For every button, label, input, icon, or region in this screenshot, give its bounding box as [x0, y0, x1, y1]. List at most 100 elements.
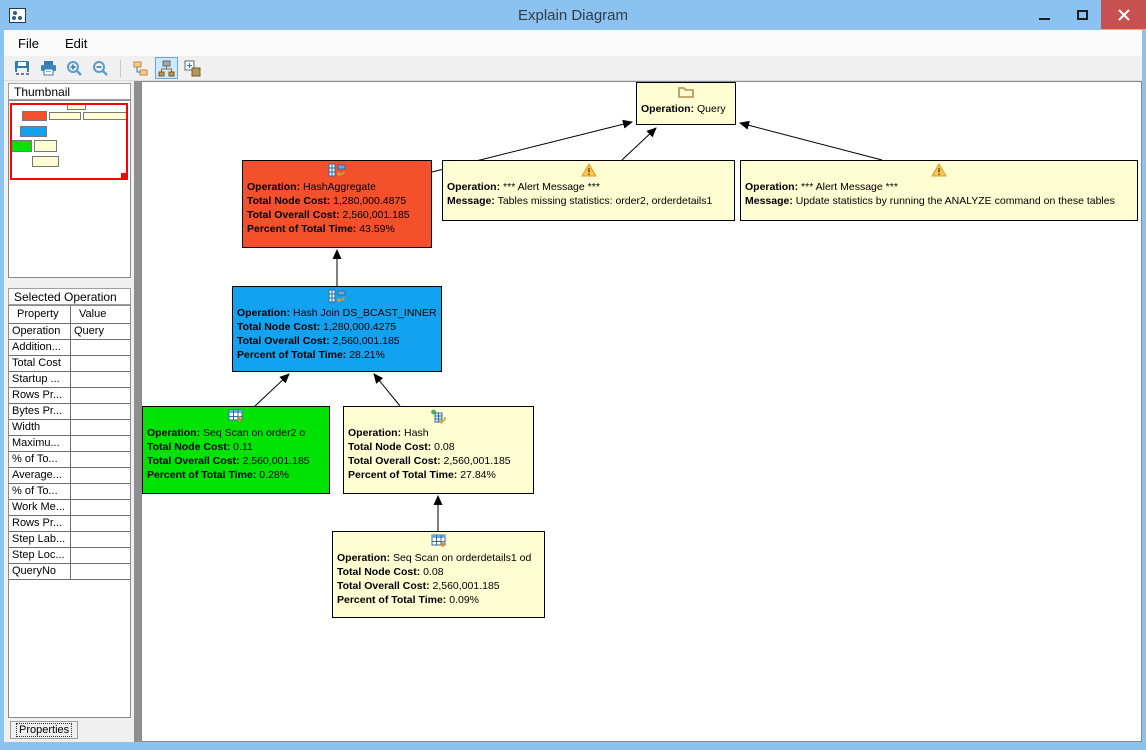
print-button[interactable] [37, 57, 60, 79]
hash-join-icon [328, 289, 346, 303]
node-hash[interactable]: Operation: Hash Total Node Cost: 0.08 To… [343, 406, 534, 494]
hash-icon [431, 409, 446, 424]
node-alert-missing-stats[interactable]: Operation: *** Alert Message *** Message… [442, 160, 735, 221]
property-cell: Total Cost [9, 356, 71, 371]
property-row[interactable]: Bytes Pr... [9, 404, 130, 420]
edge-alert2-query [739, 120, 883, 161]
expand-nodes-button[interactable] [181, 57, 204, 79]
properties-tab[interactable]: Properties [10, 721, 79, 739]
diagram-canvas[interactable]: Operation: Query Operation: HashAggregat… [141, 81, 1142, 742]
property-cell: Startup ... [9, 372, 71, 387]
value-cell [71, 372, 130, 387]
property-row[interactable]: Work Me... [9, 500, 130, 516]
minimize-icon [1038, 17, 1050, 20]
value-cell [71, 516, 130, 531]
zoom-out-button[interactable] [89, 57, 112, 79]
expand-nodes-icon [184, 60, 201, 76]
property-cell: Rows Pr... [9, 388, 71, 403]
value-cell [71, 340, 130, 355]
folder-icon [678, 87, 694, 98]
value-cell [71, 468, 130, 483]
value-cell [71, 404, 130, 419]
property-cell: Width [9, 420, 71, 435]
property-cell: Maximu... [9, 436, 71, 451]
minimize-button[interactable] [1025, 0, 1063, 29]
property-row[interactable]: Width [9, 420, 130, 436]
property-row[interactable]: Step Loc... [9, 548, 130, 564]
edge-alert1-query [621, 127, 657, 161]
window-title: Explain Diagram [517, 6, 629, 24]
panel-splitter[interactable] [134, 81, 141, 742]
property-cell: % of To... [9, 452, 71, 467]
property-row[interactable]: % of To... [9, 452, 130, 468]
column-header-value[interactable]: Value [79, 308, 107, 320]
property-row[interactable]: Total Cost [9, 356, 130, 372]
close-icon [1117, 8, 1130, 21]
minimap-node-alert1 [49, 112, 81, 120]
org-chart-layout-icon [158, 60, 175, 76]
property-cell: Step Loc... [9, 548, 71, 563]
thumbnail-minimap[interactable] [8, 100, 131, 278]
maximize-button[interactable] [1063, 0, 1101, 29]
zoom-out-icon [93, 60, 108, 76]
minimap-viewport-handle[interactable] [121, 173, 128, 180]
warning-icon [580, 163, 597, 177]
menu-bar: File Edit [4, 30, 1142, 56]
seq-scan-icon [228, 409, 243, 423]
property-grid-header: Property Value [9, 306, 130, 324]
edge-seqscan-hashjoin [254, 373, 290, 407]
minimap-node-hash [34, 140, 57, 152]
property-row[interactable]: Average... [9, 468, 130, 484]
tree-layout-icon [133, 61, 148, 75]
property-cell: Rows Pr... [9, 516, 71, 531]
property-row[interactable]: Startup ... [9, 372, 130, 388]
property-row[interactable]: Rows Pr... [9, 516, 130, 532]
title-bar: Explain Diagram [0, 0, 1146, 30]
save-button[interactable] [11, 57, 34, 79]
hash-aggregate-icon [328, 163, 346, 177]
property-cell: Step Lab... [9, 532, 71, 547]
warning-icon [931, 163, 947, 177]
property-cell: Average... [9, 468, 71, 483]
minimap-viewport[interactable] [10, 103, 128, 180]
zoom-in-button[interactable] [63, 57, 86, 79]
property-row[interactable]: % of To... [9, 484, 130, 500]
node-hash-aggregate[interactable]: Operation: HashAggregate Total Node Cost… [242, 160, 432, 248]
app-icon [9, 7, 26, 23]
node-seq-scan-orderdetails1[interactable]: Operation: Seq Scan on orderdetails1 od … [332, 531, 545, 618]
property-cell: Addition... [9, 340, 71, 355]
tree-layout-button[interactable] [129, 57, 152, 79]
property-row[interactable]: Rows Pr... [9, 388, 130, 404]
node-alert-analyze[interactable]: Operation: *** Alert Message *** Message… [740, 160, 1138, 221]
seq-scan-icon [431, 534, 445, 548]
property-cell: % of To... [9, 484, 71, 499]
value-cell [71, 356, 130, 371]
value-cell [71, 484, 130, 499]
window-body: Thumbnail Selected Operation Property Va… [4, 81, 1142, 742]
property-row[interactable]: QueryNo [9, 564, 130, 580]
value-cell [71, 436, 130, 451]
column-header-property[interactable]: Property [9, 306, 71, 323]
menu-edit[interactable]: Edit [64, 35, 88, 51]
org-chart-layout-button[interactable] [155, 57, 178, 79]
menu-file[interactable]: File [18, 35, 39, 51]
left-panel: Thumbnail Selected Operation Property Va… [4, 81, 134, 742]
minimap-node-hash-aggregate [22, 111, 47, 121]
node-seq-scan-order2[interactable]: Operation: Seq Scan on order2 o Total No… [142, 406, 330, 494]
value-cell [71, 564, 130, 579]
property-row[interactable]: Addition... [9, 340, 130, 356]
maximize-icon [1076, 9, 1088, 20]
node-hash-join[interactable]: Operation: Hash Join DS_BCAST_INNER Tota… [232, 286, 442, 372]
property-row[interactable]: Maximu... [9, 436, 130, 452]
thumbnail-header: Thumbnail [8, 83, 131, 100]
property-row[interactable]: Step Lab... [9, 532, 130, 548]
minimap-node-seq-scan-orderdetails1 [32, 156, 59, 167]
edge-hash-hashjoin [373, 373, 401, 407]
value-cell [71, 388, 130, 403]
close-button[interactable] [1101, 0, 1146, 29]
node-query[interactable]: Operation: Query [636, 82, 736, 125]
